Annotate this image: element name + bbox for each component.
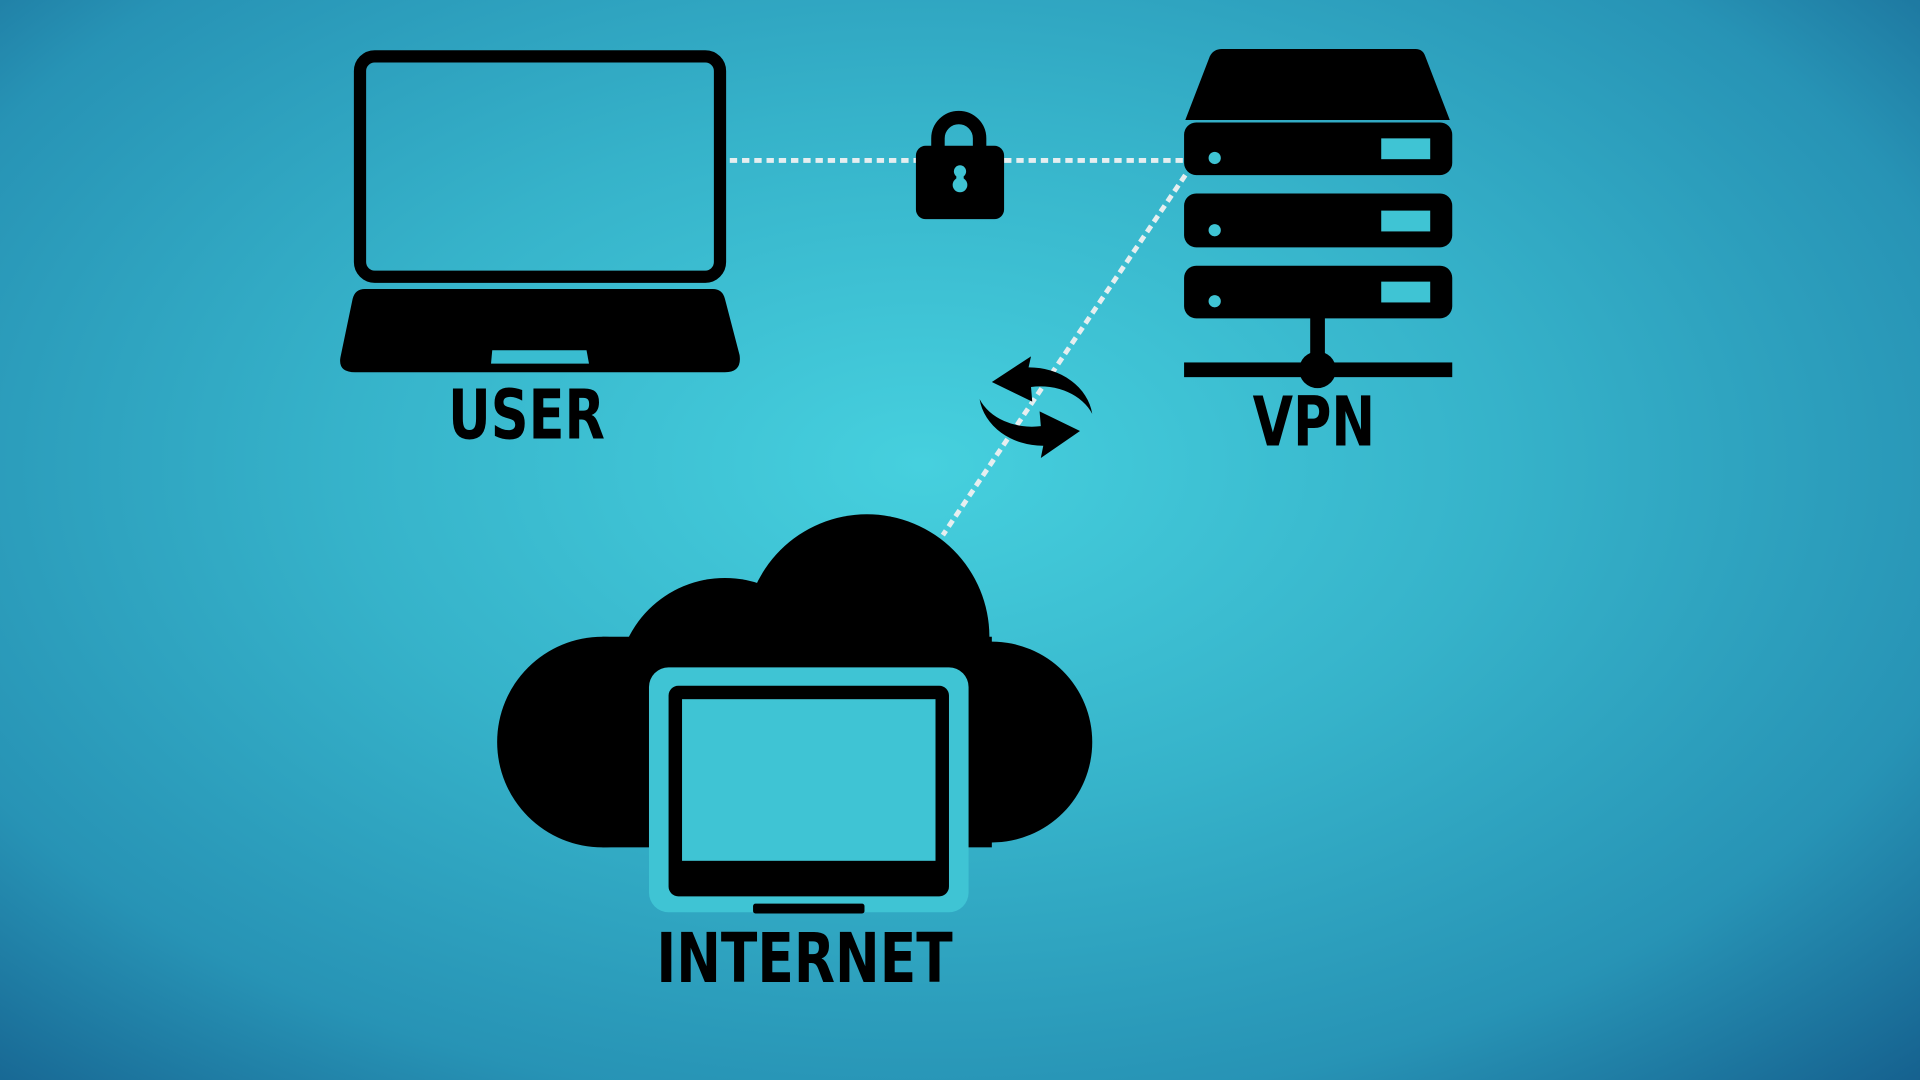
user-label: USER xyxy=(448,375,605,455)
vpn-label: VPN xyxy=(1253,383,1375,463)
connector-vpn-internet xyxy=(940,173,1188,537)
lock-icon xyxy=(915,110,1005,220)
cloud-monitor-icon xyxy=(497,514,1093,914)
internet-label: INTERNET xyxy=(656,919,953,999)
sync-icon xyxy=(979,356,1093,458)
server-icon xyxy=(1184,48,1453,389)
laptop-icon xyxy=(340,50,740,373)
